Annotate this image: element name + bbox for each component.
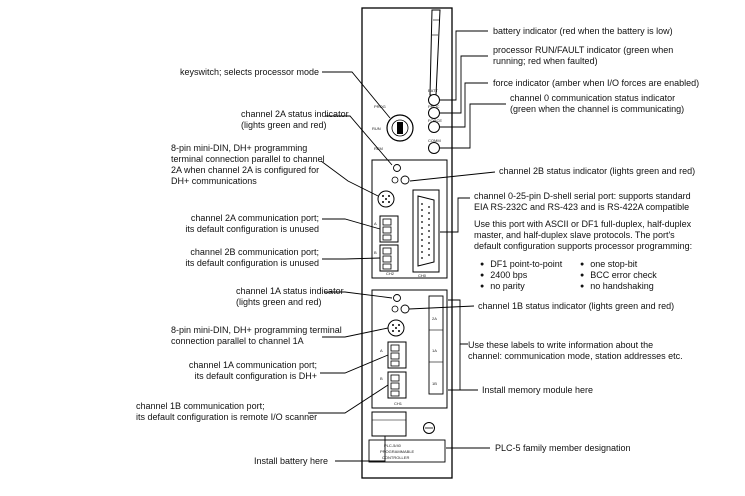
tag-1b-text: 1B <box>432 381 437 386</box>
default-item-4: one stop-bit <box>580 259 637 271</box>
ch0-port-label-line2: EIA RS-232C and RS-423 and is RS-422A co… <box>474 202 690 212</box>
ch1-port-b-text: B <box>380 376 383 381</box>
memory-module-label: Install memory module here <box>482 385 594 395</box>
ch1a-led <box>393 294 401 302</box>
key-slot <box>397 122 403 134</box>
ch2b-status-label: channel 2B status indicator (lights gree… <box>499 166 696 176</box>
plc-series-text: PLC-5/40 <box>384 443 402 448</box>
ch2b-port-label-line1: channel 2B communication port; <box>190 247 319 257</box>
ch1-port-a-text: A <box>380 348 383 353</box>
ch0-dshell-port <box>417 195 435 267</box>
run-text: RUN <box>372 126 381 131</box>
batt-text: BATT <box>428 88 438 93</box>
ch1a-port-label-line1: channel 1A communication port; <box>188 360 317 370</box>
battery-compartment <box>371 411 407 437</box>
ch0-use-label-line1: Use this port with ASCII or DF1 full-dup… <box>474 219 692 229</box>
minidin2-label-line1: 8-pin mini-DIN, DH+ programming <box>171 143 308 153</box>
minidin2-label-line3: 2A when channel 2A is configured for <box>171 165 320 175</box>
default-item-3: no parity <box>480 281 525 293</box>
family-designation-label: PLC-5 family member designation <box>495 443 631 453</box>
minidin2-label-line2: terminal connection parallel to channel <box>171 154 325 164</box>
family-label <box>368 439 446 463</box>
proc-led <box>428 107 440 119</box>
minidin2-label-line4: DH+ communications <box>171 176 257 186</box>
ch2a-led <box>393 164 401 172</box>
ch1a-status-label-line2: (lights green and red) <box>236 297 322 307</box>
ch1a-status-label-line1: channel 1A status indicator <box>236 286 344 296</box>
callout-lines <box>308 30 506 462</box>
tag-1a-text: 1A <box>432 348 437 353</box>
ch2-port-b-text: B <box>374 250 377 255</box>
ch2-port-a-text: A <box>374 221 377 226</box>
minidin1-label-line2: connection parallel to channel 1A <box>171 336 304 346</box>
plc-name-text: PROGRAMMABLE <box>380 449 415 454</box>
label-strip <box>428 295 444 395</box>
default-item-5: BCC error check <box>580 270 657 282</box>
force-text: FORCE <box>428 118 442 123</box>
install-battery-label: Install battery here <box>254 456 329 466</box>
ch0-use-label-line3: default configuration supports processor… <box>474 241 693 251</box>
tag-2a-text: 2A <box>432 316 437 321</box>
keyswitch-label: keyswitch; selects processor mode <box>179 67 319 77</box>
ch2a-status-label-line1: channel 2A status indicator <box>241 109 349 119</box>
battery-indicator-label: battery indicator (red when the battery … <box>493 26 673 36</box>
ch2a-status-label-line2: (lights green and red) <box>241 120 327 130</box>
labels-use-line2: channel: communication mode, station add… <box>468 351 683 361</box>
ch0-port-label-line1: channel 0-25-pin D-shell serial port: su… <box>474 191 691 201</box>
labels-use-line1: Use these labels to write information ab… <box>468 340 654 350</box>
run-fault-label-line1: processor RUN/FAULT indicator (green whe… <box>493 45 674 55</box>
plc-sub-text: CONTROLLER <box>382 455 409 460</box>
ch1b-status-label: channel 1B status indicator (lights gree… <box>478 301 675 311</box>
ch2a-port-label-line1: channel 2A communication port; <box>190 213 319 223</box>
minidin1-label-line1: 8-pin mini-DIN, DH+ programming terminal <box>171 325 342 335</box>
prog-text: PROG <box>374 104 386 109</box>
proc-text: PROC <box>428 104 440 109</box>
comm-text: COMM <box>428 138 441 143</box>
ch0-use-label-line2: master, and half-duplex slave protocols.… <box>474 230 675 240</box>
default-item-2: 2400 bps <box>480 270 527 282</box>
ch2b-led <box>400 175 410 185</box>
ch2b-port-label-line2: its default configuration is unused <box>185 258 319 268</box>
force-led <box>428 121 440 133</box>
ch0-status-label-line2: (green when the channel is communicating… <box>510 104 685 114</box>
default-item-1: DF1 point-to-point <box>480 259 562 271</box>
ch1-text: CH1 <box>394 401 403 406</box>
ch1a-port-label-line2: its default configuration is DH+ <box>194 371 317 381</box>
ch1b-led <box>400 304 410 314</box>
force-indicator-label: force indicator (amber when I/O forces a… <box>493 78 700 88</box>
ch1b-port-label-line1: channel 1B communication port; <box>136 401 265 411</box>
ch0-status-label-line1: channel 0 communication status indicator <box>510 93 676 103</box>
comm-led <box>428 142 440 154</box>
run-fault-label-line2: running; red when faulted) <box>493 56 598 66</box>
ch2a-port-label-line2: its default configuration is unused <box>185 224 319 234</box>
ch0-text: CH0 <box>418 273 427 278</box>
default-item-6: no handshaking <box>580 281 654 293</box>
ch2-text: CH2 <box>386 271 395 276</box>
battery-led <box>428 94 440 106</box>
ch1b-port-label-line2: its default configuration is remote I/O … <box>136 412 318 422</box>
